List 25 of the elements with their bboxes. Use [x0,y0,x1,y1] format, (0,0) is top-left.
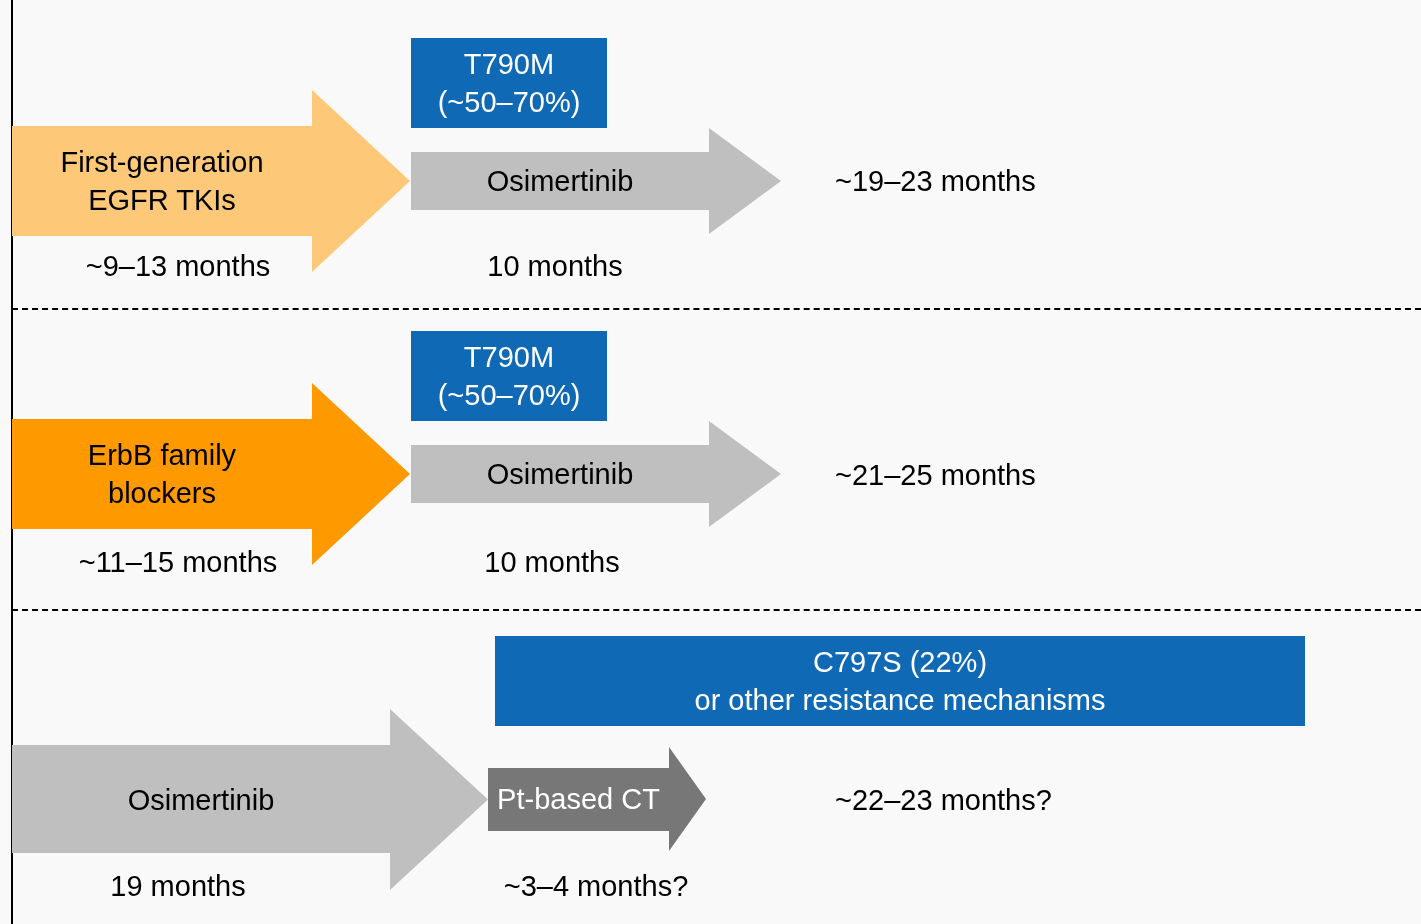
duration-text: ~3–4 months? [503,869,689,904]
node-text: ErbB family blockers [86,438,238,511]
duration-text: 10 months [484,545,620,580]
node-text: Pt-based CT [497,782,660,817]
duration-text: ~11–15 months [78,545,278,580]
duration-text: 10 months [487,249,623,284]
node-text: C797S (22%) [812,645,988,680]
node-text: Osimertinib [486,164,634,199]
label-box [411,38,607,128]
label-box [411,331,607,421]
total-duration-text: ~22–23 months? [835,783,1052,818]
node-text: Osimertinib [127,782,275,818]
total-duration-text: ~19–23 months [835,164,1036,199]
arrow-shape [411,128,781,234]
node-text: T790M (~50–70%) [436,47,582,120]
label-box [495,636,1305,726]
arrow-shape [411,421,781,527]
duration-text: 19 months [110,869,246,904]
node-text: First-generation EGFR TKIs [59,145,265,218]
node-text: or other resistance mechanisms [694,683,1106,718]
total-duration-text: ~21–25 months [835,458,1036,493]
node-text: Osimertinib [486,457,634,492]
node-text: T790M (~50–70%) [436,340,582,413]
duration-text: ~9–13 months [85,249,271,284]
arrow-shape [488,747,706,851]
